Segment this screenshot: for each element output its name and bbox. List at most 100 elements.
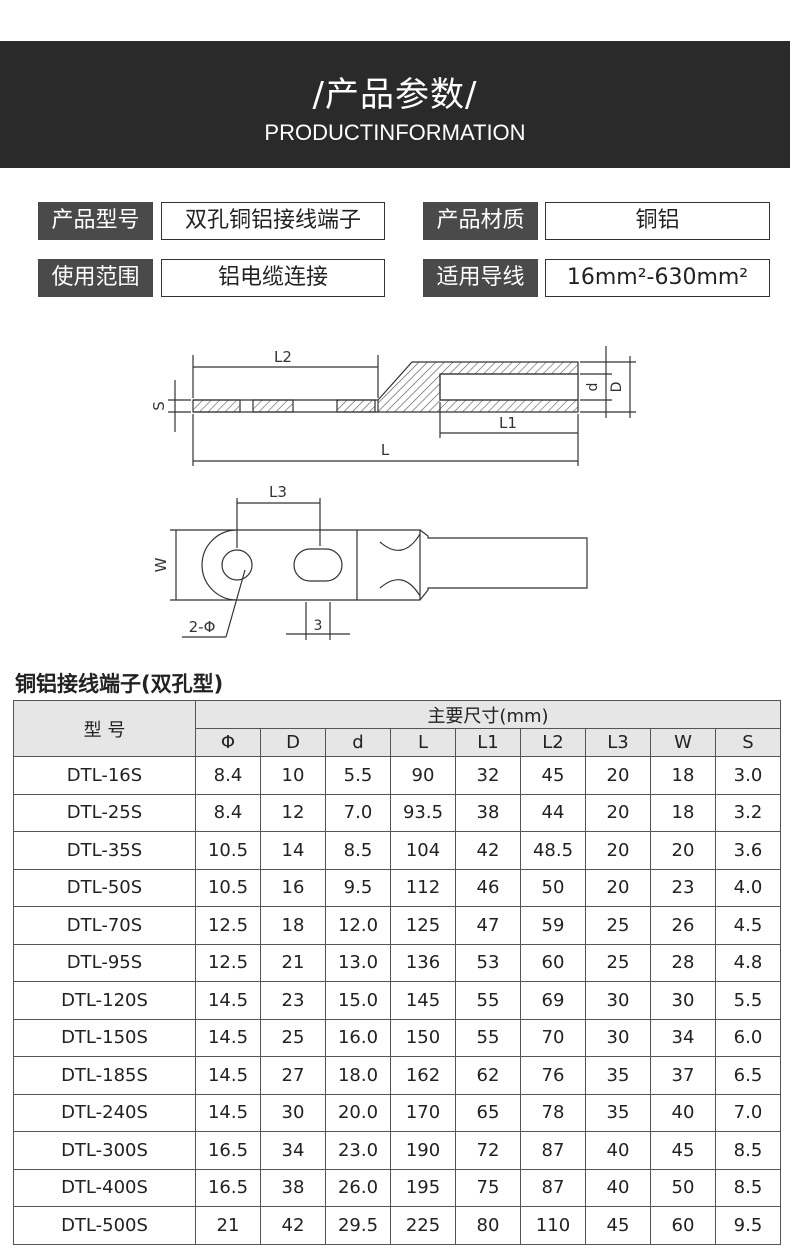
value-cell: 38 <box>260 1168 326 1207</box>
page-title: /产品参数/ <box>312 75 478 115</box>
model-cell: DTL-70S <box>13 906 196 945</box>
value-cell: 35 <box>585 1056 651 1095</box>
model-value: 双孔铜铝接线端子 <box>161 202 385 240</box>
technical-drawing: L2 L L1 S d D L3 W 2-Φ 3 <box>150 346 636 640</box>
value-cell: 40 <box>585 1131 651 1170</box>
material-value: 铜铝 <box>545 202 770 240</box>
value-cell: 18 <box>650 793 716 832</box>
value-cell: 55 <box>455 1018 521 1057</box>
label-D: D <box>609 382 625 393</box>
value-cell: 55 <box>455 981 521 1020</box>
value-cell: 20.0 <box>325 1093 391 1132</box>
value-cell: 12.5 <box>195 943 261 982</box>
value-cell: 10 <box>260 756 326 795</box>
value-cell: 14 <box>260 831 326 870</box>
value-cell: 170 <box>390 1093 456 1132</box>
value-cell: 87 <box>520 1131 586 1170</box>
value-cell: 93.5 <box>390 793 456 832</box>
value-cell: 60 <box>520 943 586 982</box>
value-cell: 78 <box>520 1093 586 1132</box>
value-cell: 34 <box>260 1131 326 1170</box>
value-cell: 20 <box>585 831 651 870</box>
model-label: 产品型号 <box>38 202 153 240</box>
value-cell: 29.5 <box>325 1206 391 1245</box>
value-cell: 23 <box>650 868 716 907</box>
model-cell: DTL-35S <box>13 831 196 870</box>
value-cell: 25 <box>585 906 651 945</box>
value-cell: 25 <box>585 943 651 982</box>
model-cell: DTL-300S <box>13 1131 196 1170</box>
value-cell: 25 <box>260 1018 326 1057</box>
value-cell: 13.0 <box>325 943 391 982</box>
value-cell: 38 <box>455 793 521 832</box>
label-2-phi: 2-Φ <box>189 618 216 636</box>
column-header: Φ <box>195 728 261 757</box>
value-cell: 62 <box>455 1056 521 1095</box>
column-header: D <box>260 728 326 757</box>
value-cell: 14.5 <box>195 981 261 1020</box>
value-cell: 20 <box>585 868 651 907</box>
value-cell: 53 <box>455 943 521 982</box>
model-cell: DTL-25S <box>13 793 196 832</box>
value-cell: 20 <box>650 831 716 870</box>
label-L2: L2 <box>274 348 292 366</box>
value-cell: 75 <box>455 1168 521 1207</box>
value-cell: 90 <box>390 756 456 795</box>
value-cell: 76 <box>520 1056 586 1095</box>
value-cell: 10.5 <box>195 831 261 870</box>
value-cell: 80 <box>455 1206 521 1245</box>
value-cell: 7.0 <box>325 793 391 832</box>
value-cell: 6.5 <box>715 1056 781 1095</box>
group-header: 主要尺寸(mm) <box>195 700 781 729</box>
value-cell: 12.5 <box>195 906 261 945</box>
model-cell: DTL-50S <box>13 868 196 907</box>
value-cell: 23.0 <box>325 1131 391 1170</box>
model-cell: DTL-240S <box>13 1093 196 1132</box>
value-cell: 16 <box>260 868 326 907</box>
value-cell: 69 <box>520 981 586 1020</box>
model-cell: DTL-400S <box>13 1168 196 1207</box>
column-header: L <box>390 728 456 757</box>
value-cell: 8.5 <box>715 1131 781 1170</box>
value-cell: 4.8 <box>715 943 781 982</box>
column-header: L2 <box>520 728 586 757</box>
value-cell: 195 <box>390 1168 456 1207</box>
value-cell: 87 <box>520 1168 586 1207</box>
label-W: W <box>152 557 170 572</box>
side-view <box>168 346 636 466</box>
value-cell: 65 <box>455 1093 521 1132</box>
value-cell: 20 <box>585 793 651 832</box>
value-cell: 26 <box>650 906 716 945</box>
value-cell: 50 <box>650 1168 716 1207</box>
value-cell: 45 <box>585 1206 651 1245</box>
label-3: 3 <box>314 618 323 634</box>
value-cell: 16.0 <box>325 1018 391 1057</box>
value-cell: 30 <box>650 981 716 1020</box>
wire-value: 16mm²-630mm² <box>545 259 770 297</box>
value-cell: 30 <box>260 1093 326 1132</box>
value-cell: 32 <box>455 756 521 795</box>
value-cell: 59 <box>520 906 586 945</box>
header-banner: /产品参数/ PRODUCTINFORMATION <box>0 41 790 168</box>
value-cell: 28 <box>650 943 716 982</box>
value-cell: 21 <box>260 943 326 982</box>
value-cell: 8.5 <box>715 1168 781 1207</box>
label-L: L <box>381 441 390 459</box>
value-cell: 8.4 <box>195 793 261 832</box>
value-cell: 5.5 <box>715 981 781 1020</box>
value-cell: 40 <box>585 1168 651 1207</box>
value-cell: 34 <box>650 1018 716 1057</box>
value-cell: 10.5 <box>195 868 261 907</box>
value-cell: 3.0 <box>715 756 781 795</box>
value-cell: 112 <box>390 868 456 907</box>
value-cell: 8.4 <box>195 756 261 795</box>
